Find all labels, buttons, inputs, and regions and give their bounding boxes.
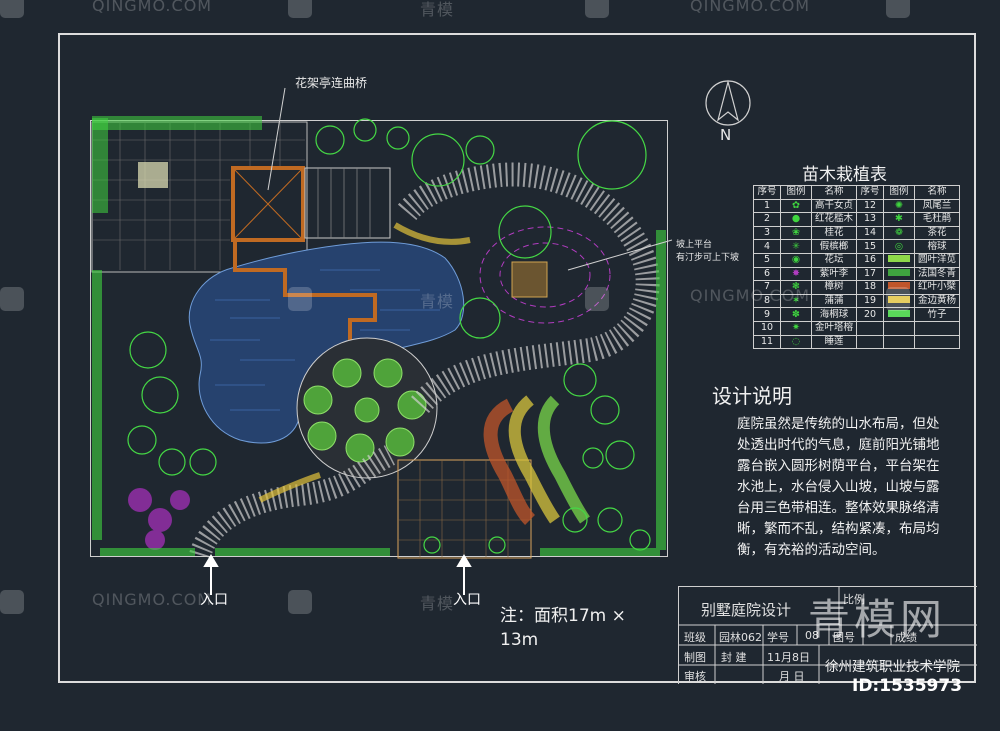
student-no-value: 08 xyxy=(805,629,819,642)
area-note: 注：面积17m × 13m xyxy=(500,606,626,650)
date-blank: 月 日 xyxy=(779,670,805,683)
hill-contour-1 xyxy=(479,226,611,324)
class-label: 班级 xyxy=(684,631,706,644)
watermark-big-logo: 青模网 xyxy=(808,595,947,644)
tree-symbols xyxy=(127,118,651,554)
grade-label: 成绩 xyxy=(895,631,917,644)
platform-callout-label-2: 有汀步可上下坡 xyxy=(676,253,740,263)
entrance-arrow-left-icon xyxy=(203,554,219,567)
purple-plum-shrubs xyxy=(128,488,190,550)
watermark-logo-icon xyxy=(0,590,24,614)
terrace-grid xyxy=(92,122,305,270)
watermark-text-cn: 青模 xyxy=(420,292,455,311)
class-value: 园林062 xyxy=(719,631,762,644)
watermark-logo-icon xyxy=(0,0,24,18)
plant-table-title: 苗木栽植表 xyxy=(802,165,887,185)
date-value: 11月8日 xyxy=(767,651,810,664)
figure-no-label: 图号 xyxy=(833,631,855,644)
zigzag-bridge xyxy=(233,242,377,360)
watermark-logo-icon xyxy=(288,0,312,18)
north-label: N xyxy=(720,126,732,144)
hedge-border xyxy=(92,116,262,213)
color-band-yellow xyxy=(508,395,560,524)
drawing-title: 别墅庭院设计 xyxy=(701,601,792,619)
scale-label: 比例 xyxy=(843,593,865,606)
flower-pavilion xyxy=(231,166,305,242)
header-cell: 序号 xyxy=(856,185,884,200)
watermark-text-cn: 青模 xyxy=(420,594,455,613)
design-notes-body: 庭院虽然是传统的山水布局，但处处透出时代的气息，庭前阳光铺地露台嵌入圆形树荫平台… xyxy=(737,416,940,558)
wood-deck xyxy=(304,167,391,239)
table-set xyxy=(138,162,168,188)
watermark-text: QINGMO.COM xyxy=(690,0,811,15)
site-boundary xyxy=(90,120,668,557)
student-no-label: 学号 xyxy=(767,631,789,644)
title-block: 别墅庭院设计 比例 班级 园林062 学号 08 图号 成绩 制图 封 建 11… xyxy=(678,586,977,684)
platform-trees xyxy=(303,358,427,463)
watermark-logo-icon xyxy=(0,287,24,311)
watermark-id: ID:1535973 xyxy=(852,676,963,696)
watermark-logo-icon xyxy=(288,590,312,614)
entrance-center-label: 入口 xyxy=(453,592,481,608)
header-cell: 名称 xyxy=(811,185,857,200)
edge-hedges xyxy=(92,230,666,556)
watermark-text-cn: 青模 xyxy=(420,0,455,19)
pebble-path-lower xyxy=(189,445,396,559)
reviewer-label: 审核 xyxy=(684,670,706,683)
title-block-grid xyxy=(679,587,977,684)
watermark-logo-icon xyxy=(886,287,910,311)
table-row: 11◌睡莲 xyxy=(753,334,960,350)
school-name: 徐州建筑职业技术学院 xyxy=(825,659,960,675)
table-header-row: 序号 图例 名称 序号 图例 名称 xyxy=(753,185,960,200)
hill-contour-2 xyxy=(499,242,591,308)
watermark-logo-icon xyxy=(585,287,609,311)
pond-ripples xyxy=(210,269,440,411)
watermark-text: QINGMO.COM xyxy=(92,0,213,15)
watermark-logo-icon xyxy=(886,0,910,18)
watermark-logo-icon xyxy=(288,287,312,311)
platform-callout-label-1: 坡上平台 xyxy=(676,240,713,250)
watermark-text: QINGMO.COM xyxy=(690,286,811,305)
hill-platform xyxy=(511,261,548,298)
north-arrow-circle xyxy=(705,80,751,126)
watermark-text: QINGMO.COM xyxy=(92,590,213,609)
drawing-frame xyxy=(58,33,976,683)
drafter-value: 封 建 xyxy=(721,651,747,664)
header-cell: 图例 xyxy=(780,185,812,200)
drafter-label: 制图 xyxy=(684,651,706,664)
color-band-red xyxy=(483,398,536,525)
header-cell: 名称 xyxy=(914,185,960,200)
north-arrow-icon xyxy=(716,79,740,122)
watermark-logo-icon xyxy=(585,0,609,18)
header-cell: 图例 xyxy=(883,185,915,200)
entrance-left-label: 入口 xyxy=(200,592,228,608)
yellow-flower-beds xyxy=(258,222,471,503)
table-row: 10✷金叶塔榕 xyxy=(753,320,960,336)
design-notes-title: 设计说明 xyxy=(712,384,792,408)
bridge-callout-label: 花架亭连曲桥 xyxy=(295,76,368,90)
pebble-path-upper xyxy=(395,162,660,414)
entrance-arrow-center-icon xyxy=(456,554,472,567)
header-cell: 序号 xyxy=(753,185,781,200)
